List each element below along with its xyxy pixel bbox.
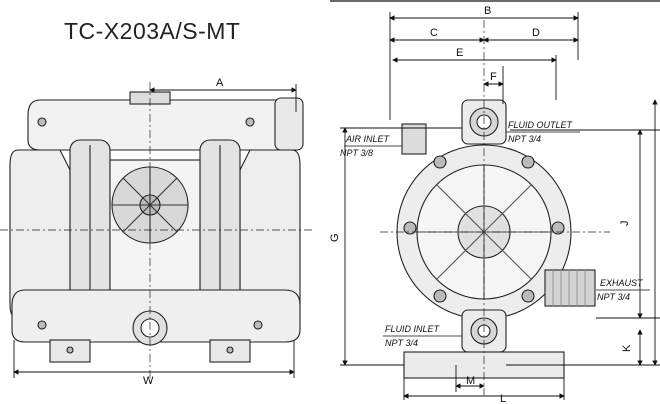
- dim-g-label: G: [329, 233, 341, 242]
- front-dimensions: [13, 84, 297, 378]
- dim-w-label: W: [143, 375, 154, 387]
- side-dimensions: [340, 12, 660, 400]
- model-title: TC-X203A/S-MT: [64, 18, 241, 44]
- dim-m-label: M: [466, 375, 475, 387]
- fluid-inlet-label: FLUID INLET: [385, 324, 441, 334]
- port-callouts: [344, 131, 650, 337]
- dim-c-label: C: [430, 27, 438, 39]
- dim-e-label: E: [456, 47, 463, 59]
- fluid-inlet-size: NPT 3/4: [385, 338, 418, 348]
- fluid-outlet-size: NPT 3/4: [508, 134, 541, 144]
- dim-a-label: A: [216, 77, 224, 89]
- front-view: [0, 82, 312, 385]
- air-inlet-size: NPT 3/8: [340, 148, 373, 158]
- exhaust-size: NPT 3/4: [597, 292, 630, 302]
- dim-d-label: D: [532, 27, 540, 39]
- dim-k-label: K: [621, 344, 633, 352]
- exhaust-label: EXHAUST: [600, 278, 644, 288]
- air-inlet-fitting: [401, 123, 427, 155]
- dim-l-label: L: [500, 393, 506, 404]
- dim-b-label: B: [484, 5, 491, 17]
- dim-f-label: F: [490, 71, 497, 83]
- air-inlet-label: AIR INLET: [345, 134, 391, 144]
- dim-j-label: J: [619, 221, 631, 227]
- side-view: [380, 20, 610, 395]
- fluid-outlet-label: FLUID OUTLET: [508, 120, 574, 130]
- top-manifold: [27, 99, 299, 151]
- outlet-stub: [274, 97, 304, 151]
